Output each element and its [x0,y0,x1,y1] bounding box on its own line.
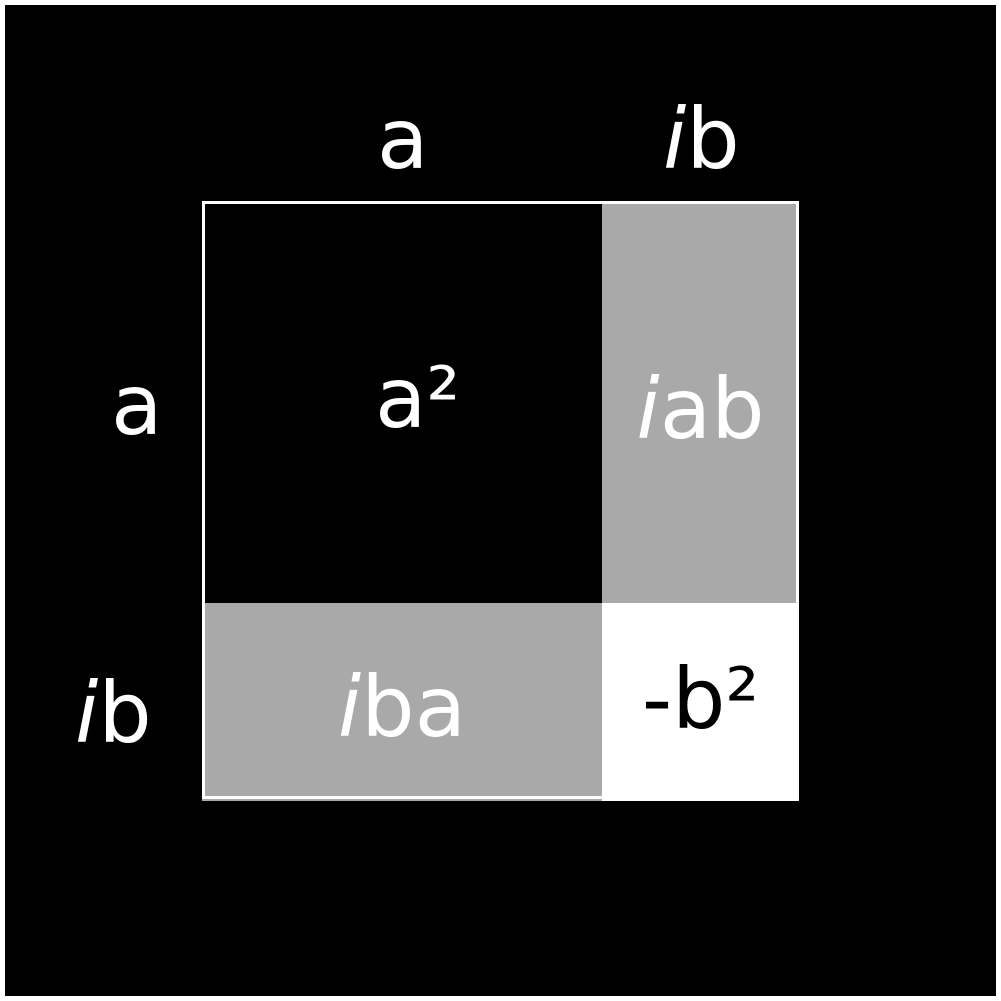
side-label-ib-prefix: i [75,664,99,762]
side-label-a-text: a [111,356,163,454]
cell-iab-text: ab [659,360,765,458]
top-label-ib-text: b [686,90,740,188]
top-label-ib: ib [663,97,740,181]
side-label-a: a [111,363,162,447]
cell-iba-text: ba [361,658,467,756]
cell-a-squared: a² [202,201,602,603]
side-label-ib-text: b [98,664,152,762]
side-label-ib: ib [75,671,152,755]
top-label-a-text: a [377,90,429,188]
cell-neg-b-squared: -b² [602,603,799,801]
top-label-a: a [377,97,428,181]
cell-neg-b-squared-label: -b² [602,603,799,801]
cell-iab-prefix: i [636,360,660,458]
cell-a-squared-label: a² [202,201,602,603]
cell-a-squared-text: a² [375,349,461,447]
cell-neg-b-squared-text: -b² [641,650,760,748]
top-label-ib-prefix: i [663,90,687,188]
cell-iba-prefix: i [337,658,362,756]
